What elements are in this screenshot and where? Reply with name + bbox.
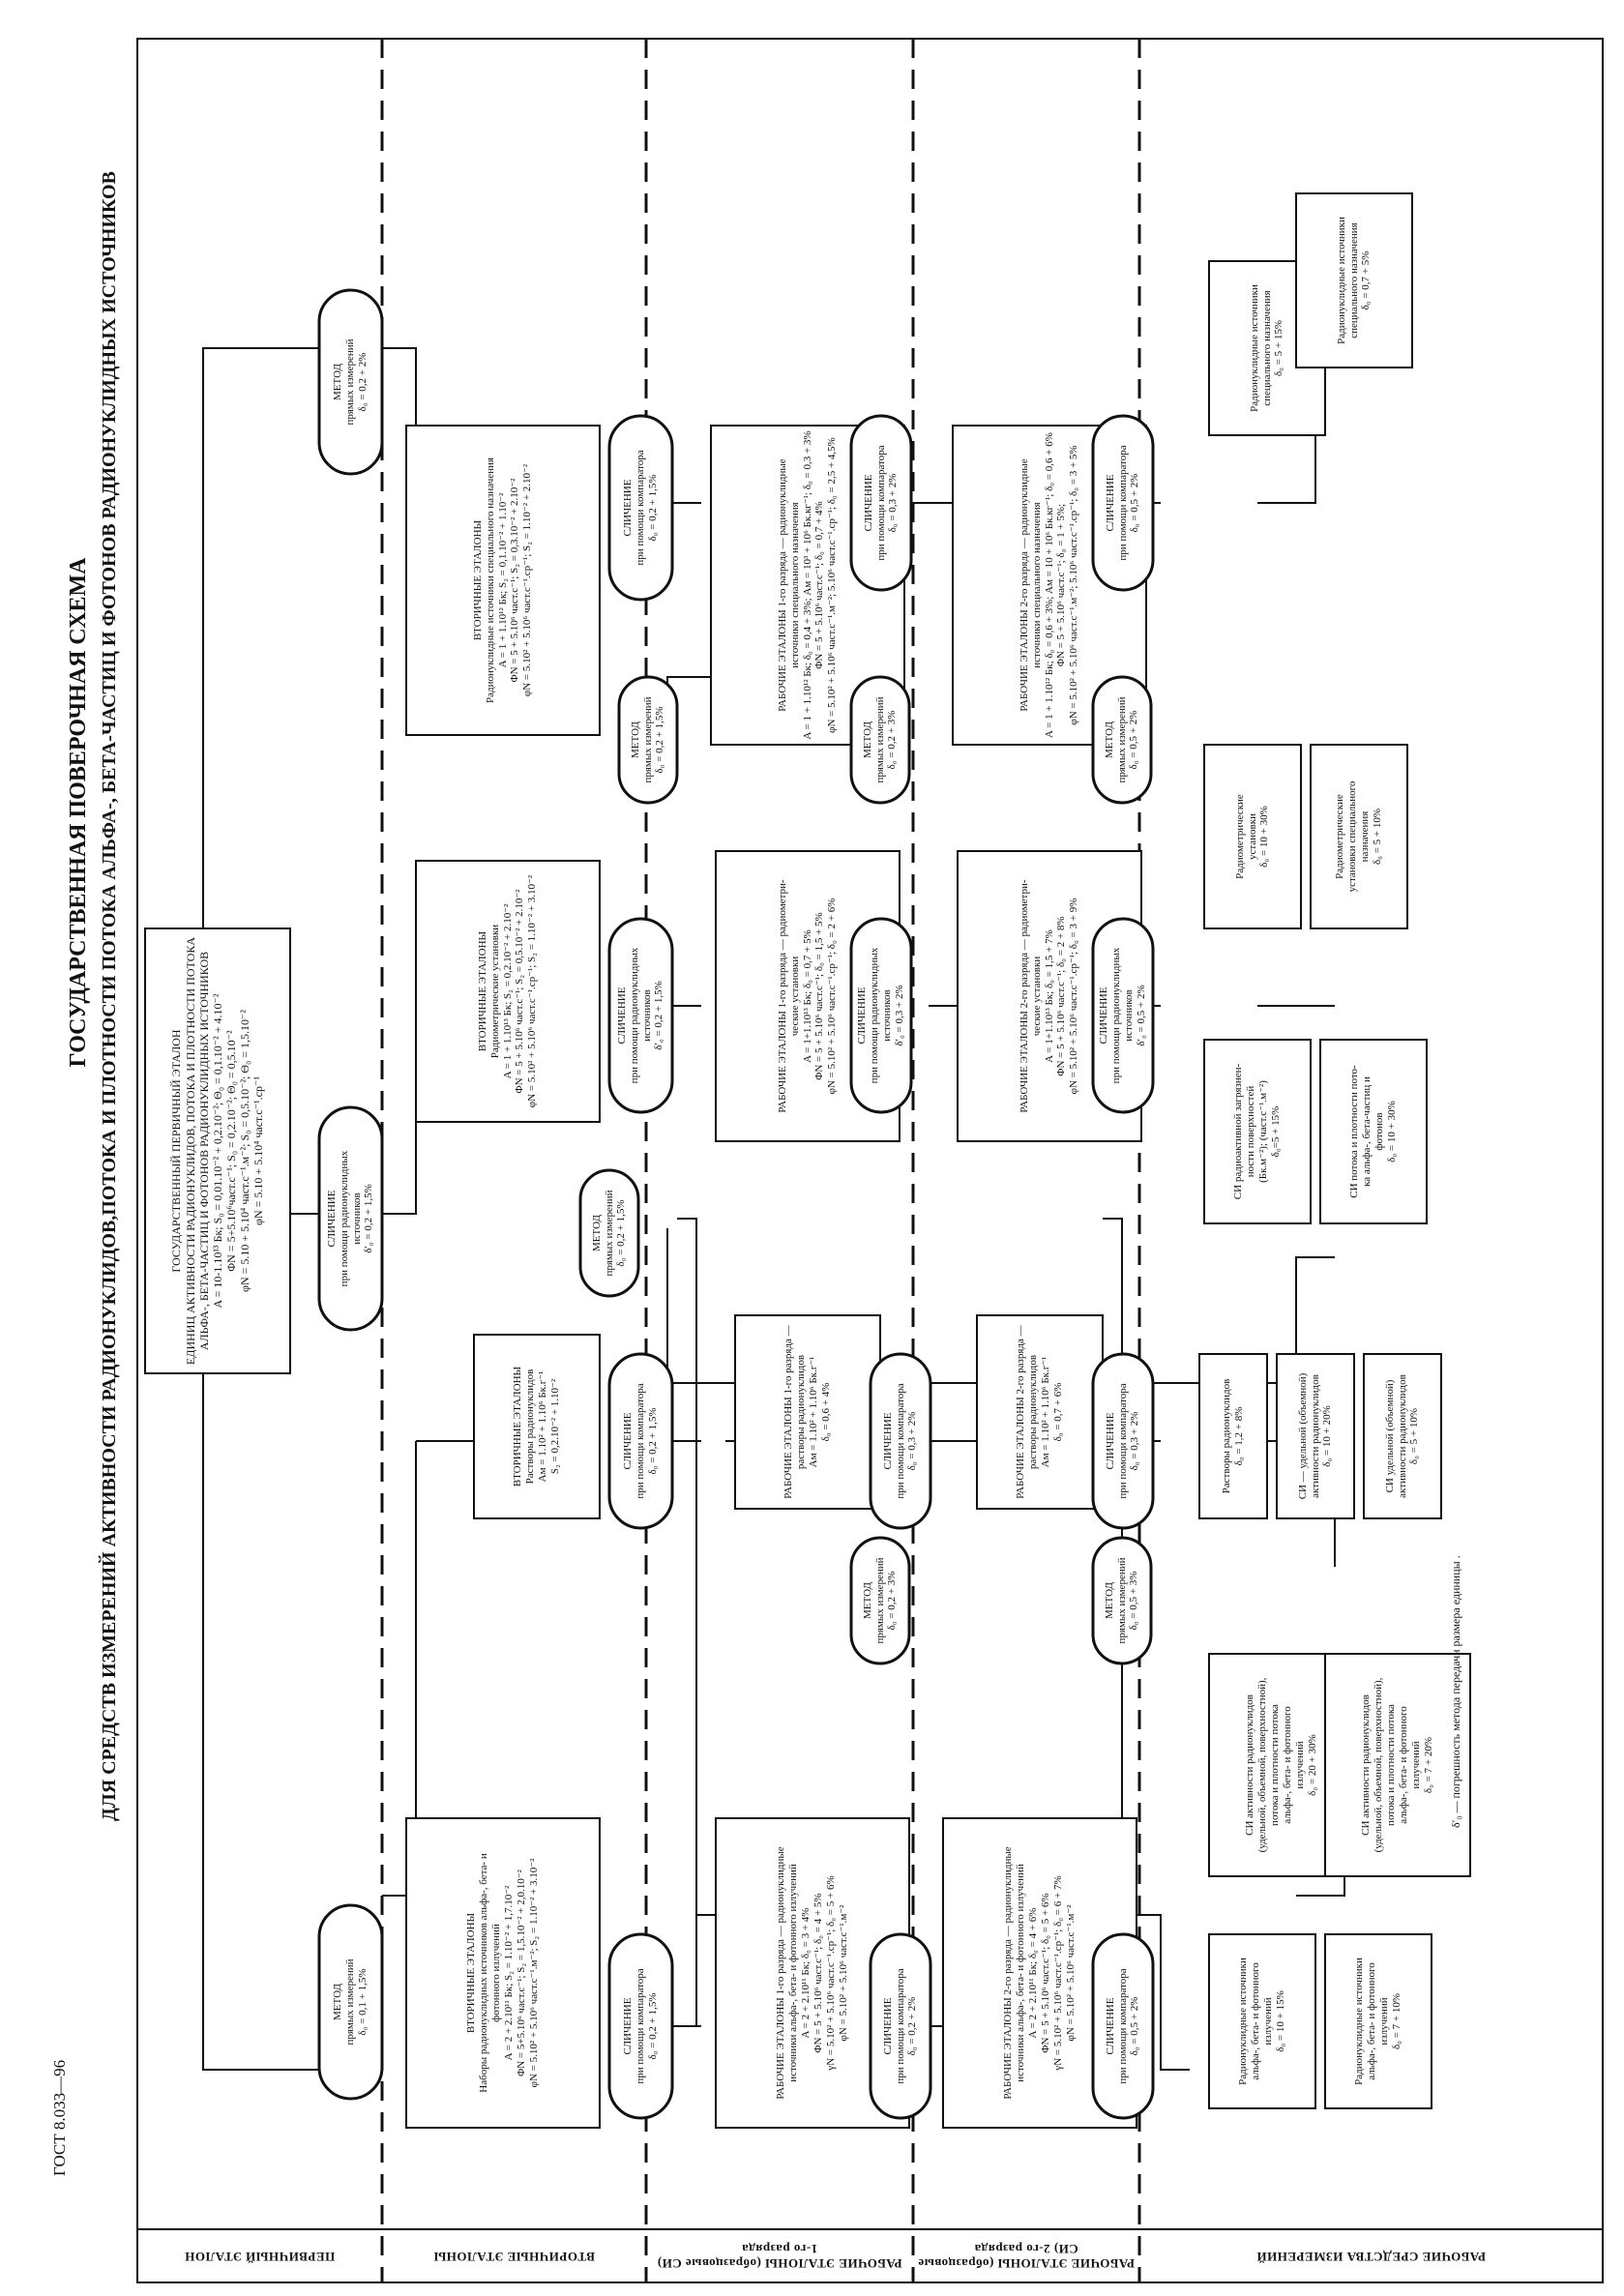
instr-solutions-text: Растворы радионуклидов δ₀ = 1,2 + 8% <box>1221 1378 1245 1494</box>
comparison-w1a-text: СЛИЧЕНИЕ при помощи компаратора δ₀ = 0,2… <box>881 1968 919 2084</box>
comparison-w1d: СЛИЧЕНИЕ при помощи компаратора δ₀ = 0,3… <box>849 414 913 592</box>
instr-sources-1: Радионуклидные источники альфа-, бета- и… <box>1208 1933 1316 2109</box>
work2-solutions-text: РАБОЧИЕ ЭТАЛОНЫ 2-го разряда — растворы … <box>1015 1325 1064 1499</box>
row-label: РАБОЧИЕ ЭТАЛОНЫ (образцовые СИ) 2-го раз… <box>917 2242 1136 2272</box>
comparison-w2b-text: СЛИЧЕНИЕ при помощи компаратора δ₀ = 0,3… <box>1104 1383 1141 1499</box>
comparison-w2d: СЛИЧЕНИЕ при помощи компаратора δ₀ = 0,5… <box>1091 414 1155 592</box>
comparison-w2d-text: СЛИЧЕНИЕ при помощи компаратора δ₀ = 0,5… <box>1104 445 1141 561</box>
secondary-standard-sources-text: ВТОРИЧНЫЕ ЭТАЛОНЫ Наборы радионуклидных … <box>465 1853 540 2093</box>
method-direct-w2b-text: МЕТОД прямых измерений δ₀ = 0,5 + 2% <box>1103 696 1140 783</box>
comparison-s3: СЛИЧЕНИЕ при помощи радионуклидных источ… <box>607 917 674 1114</box>
method-direct-w1b: МЕТОД прямых измерений δ₀ = 0,2 + 3% <box>849 675 911 805</box>
method-direct-w2: МЕТОД прямых измерений δ₀ = 0,5 + 3% <box>1091 1536 1153 1665</box>
method-direct-m1-text: МЕТОД прямых измерений δ₀ = 0,1 + 1,5% <box>332 1958 369 2046</box>
comparison-s1: СЛИЧЕНИЕ при помощи компаратора δ₀ = 0,2… <box>607 1932 674 2120</box>
method-direct-m3: МЕТОД прямых измерений δ₀ = 0,2 + 2% <box>317 288 384 476</box>
comparison-w2a: СЛИЧЕНИЕ при помощи компаратора δ₀ = 0,5… <box>1091 1932 1155 2120</box>
instr-specific-2: СИ удельной (объемной) активности радион… <box>1363 1353 1442 1519</box>
method-direct-b: МЕТОД прямых измерений δ₀ = 0,2 + 1,5% <box>617 675 679 805</box>
comparison-w1b: СЛИЧЕНИЕ при помощи компаратора δ₀ = 0,3… <box>869 1352 932 1530</box>
instr-radiometric-text: Радиометрические установки δ₀ = 10 + 30% <box>1233 794 1271 879</box>
instr-flux: СИ потока и плотности пото- ка альфа-, б… <box>1319 1039 1428 1224</box>
method-direct-w2b: МЕТОД прямых измерений δ₀ = 0,5 + 2% <box>1091 675 1153 805</box>
comparison-w1b-text: СЛИЧЕНИЕ при помощи компаратора δ₀ = 0,3… <box>881 1383 919 1499</box>
comparison-w1c: СЛИЧЕНИЕ при помощи радионуклидных источ… <box>849 917 913 1114</box>
secondary-standard-special: ВТОРИЧНЫЕ ЭТАЛОНЫ Радионуклидные источни… <box>405 425 601 736</box>
work2-solutions: РАБОЧИЕ ЭТАЛОНЫ 2-го разряда — растворы … <box>976 1314 1104 1510</box>
instr-specific-2-text: СИ удельной (объемной) активности радион… <box>1383 1374 1421 1498</box>
row-label: РАБОЧИЕ СРЕДСТВА ИЗМЕРЕНИЙ <box>1256 2249 1486 2264</box>
method-direct-m1: МЕТОД прямых измерений δ₀ = 0,1 + 1,5% <box>317 1903 384 2101</box>
secondary-standard-solutions: ВТОРИЧНЫЕ ЭТАЛОНЫ Растворы радионуклидов… <box>473 1334 601 1519</box>
primary-standard-text: ГОСУДАРСТВЕННЫЙ ПЕРВИЧНЫЙ ЭТАЛОН ЕДИНИЦ … <box>169 936 266 1366</box>
secondary-standard-solutions-text: ВТОРИЧНЫЕ ЭТАЛОНЫ Растворы радионуклидов… <box>512 1366 561 1487</box>
method-direct-w1-text: МЕТОД прямых измерений δ₀ = 0,2 + 3% <box>861 1557 899 1644</box>
secondary-standard-radiometric: ВТОРИЧНЫЕ ЭТАЛОНЫ Радиометрические устан… <box>415 860 601 1123</box>
work1-solutions-text: РАБОЧИЕ ЭТАЛОНЫ 1-го разряда — растворы … <box>782 1325 832 1499</box>
comparison-w2a-text: СЛИЧЕНИЕ при помощи компаратора δ₀ = 0,5… <box>1104 1968 1141 2084</box>
comparison-s3-text: СЛИЧЕНИЕ при помощи радионуклидных источ… <box>615 947 665 1084</box>
comparison-s2: СЛИЧЕНИЕ при помощи компаратора δ₀ = 0,2… <box>607 1352 674 1530</box>
secondary-standard-special-text: ВТОРИЧНЫЕ ЭТАЛОНЫ Радионуклидные источни… <box>471 457 534 704</box>
outer-frame <box>136 38 1604 2283</box>
method-direct-a-text: МЕТОД прямых измерений δ₀ = 0,2 + 1,5% <box>590 1190 628 1277</box>
comparison-s2-text: СЛИЧЕНИЕ при помощи компаратора δ₀ = 0,2… <box>622 1383 659 1499</box>
instr-sources-1-text: Радионуклидные источники альфа-, бета- и… <box>1237 1957 1286 2085</box>
instr-special-2-text: Радионуклидные источники специального на… <box>1335 217 1373 344</box>
footnote-text: δ′₀ — погрешность метода передачи размер… <box>1448 1555 1462 1828</box>
instr-sources-2-text: Радионуклидные источники альфа-, бета- и… <box>1353 1957 1403 2085</box>
comparison-s4-text: СЛИЧЕНИЕ при помощи компаратора δ₀ = 0,2… <box>622 450 659 566</box>
instr-sources-2: Радионуклидные источники альфа-, бета- и… <box>1324 1933 1432 2109</box>
comparison-w1c-text: СЛИЧЕНИЕ при помощи радионуклидных источ… <box>856 947 905 1084</box>
work1-solutions: РАБОЧИЕ ЭТАЛОНЫ 1-го разряда — растворы … <box>734 1314 881 1510</box>
row-label: ПЕРВИЧНЫЙ ЭТАЛОН <box>184 2249 336 2264</box>
row-label: РАБОЧИЕ ЭТАЛОНЫ (образцовые СИ) 1-го раз… <box>657 2242 902 2272</box>
method-direct-w1: МЕТОД прямых измерений δ₀ = 0,2 + 3% <box>849 1536 911 1665</box>
comparison-s4: СЛИЧЕНИЕ при помощи компаратора δ₀ = 0,2… <box>607 414 674 602</box>
method-direct-b-text: МЕТОД прямых измерений δ₀ = 0,2 + 1,5% <box>629 696 666 783</box>
instr-contamination: СИ радиоактивной загрязнен- ности поверх… <box>1203 1039 1312 1224</box>
instr-radiometric-special: Радиометрические установки специального … <box>1310 744 1408 929</box>
instr-activity-2: СИ активности радионуклидов (удельной, о… <box>1324 1653 1471 1877</box>
comparison-radionuclide-m2: СЛИЧЕНИЕ при помощи радионуклидных источ… <box>317 1105 384 1332</box>
instr-solutions: Растворы радионуклидов δ₀ = 1,2 + 8% <box>1198 1353 1268 1519</box>
instr-specific-1: СИ — удельной (объемной) активности ради… <box>1276 1353 1355 1519</box>
instr-special-2: Радионуклидные источники специального на… <box>1295 192 1413 368</box>
instr-radiometric-special-text: Радиометрические установки специального … <box>1334 780 1383 893</box>
instr-flux-text: СИ потока и плотности пото- ка альфа-, б… <box>1348 1065 1398 1198</box>
comparison-w1a: СЛИЧЕНИЕ при помощи компаратора δ₀ = 0,2… <box>869 1932 932 2120</box>
row-label: ВТОРИЧНЫЕ ЭТАЛОНЫ <box>433 2249 595 2264</box>
instr-specific-1-text: СИ — удельной (объемной) активности ради… <box>1296 1372 1334 1500</box>
method-direct-a: МЕТОД прямых измерений δ₀ = 0,2 + 1,5% <box>578 1168 640 1298</box>
comparison-w2c: СЛИЧЕНИЕ при помощи радионуклидных источ… <box>1091 917 1155 1114</box>
instr-radiometric: Радиометрические установки δ₀ = 10 + 30% <box>1203 744 1302 929</box>
secondary-standard-sources: ВТОРИЧНЫЕ ЭТАЛОНЫ Наборы радионуклидных … <box>405 1817 601 2129</box>
comparison-w2c-text: СЛИЧЕНИЕ при помощи радионуклидных источ… <box>1098 947 1147 1084</box>
instr-contamination-text: СИ радиоактивной загрязнен- ности поверх… <box>1232 1063 1282 1200</box>
secondary-standard-radiometric-text: ВТОРИЧНЫЕ ЭТАЛОНЫ Радиометрические устан… <box>476 874 539 1108</box>
comparison-w1d-text: СЛИЧЕНИЕ при помощи компаратора δ₀ = 0,3… <box>862 445 900 561</box>
method-direct-w1b-text: МЕТОД прямых измерений δ₀ = 0,2 + 3% <box>861 696 899 783</box>
method-direct-w2-text: МЕТОД прямых измерений δ₀ = 0,5 + 3% <box>1103 1557 1140 1644</box>
comparison-s1-text: СЛИЧЕНИЕ при помощи компаратора δ₀ = 0,2… <box>622 1968 659 2084</box>
comparison-radionuclide-m2-text: СЛИЧЕНИЕ при помощи радионуклидных источ… <box>325 1150 375 1287</box>
comparison-w2b: СЛИЧЕНИЕ при помощи компаратора δ₀ = 0,3… <box>1091 1352 1155 1530</box>
method-direct-m3-text: МЕТОД прямых измерений δ₀ = 0,2 + 2% <box>332 339 369 426</box>
primary-standard: ГОСУДАРСТВЕННЫЙ ПЕРВИЧНЫЙ ЭТАЛОН ЕДИНИЦ … <box>144 927 291 1374</box>
